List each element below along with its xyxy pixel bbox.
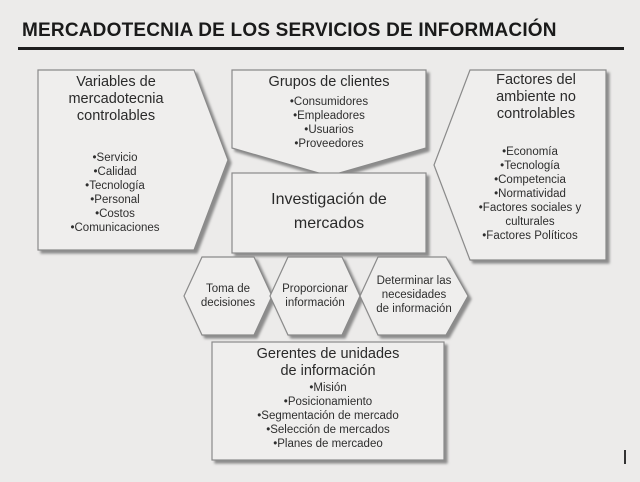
right-heading-line: controlables <box>496 106 576 122</box>
list-item: •Tecnología <box>85 180 145 192</box>
hex-label-line: decisiones <box>200 297 256 309</box>
right-heading-line: ambiente no <box>496 89 576 105</box>
list-item: •Planes de mercadeo <box>273 438 383 450</box>
left-heading-line: mercadotecnia <box>68 91 164 107</box>
bottom-box-items: •Misión •Posicionamiento •Segmentación d… <box>214 381 442 451</box>
list-item: •Servicio <box>92 152 138 164</box>
list-item: •Comunicaciones <box>70 222 160 234</box>
list-item: •Calidad <box>93 166 137 178</box>
top-heading-line: Grupos de clientes <box>268 74 390 90</box>
list-item: •Factores Políticos <box>482 230 578 242</box>
left-box-items: •Servicio •Calidad •Tecnología •Personal… <box>40 151 190 235</box>
list-item: •Normatividad <box>494 188 566 200</box>
right-heading-line: Factores del <box>496 72 576 88</box>
left-box-heading: Variables de mercadotecnia controlables <box>40 74 192 125</box>
list-item: •Consumidores <box>289 96 369 108</box>
center-label-line: Investigación de <box>271 191 387 208</box>
top-box-items: •Consumidores •Empleadores •Usuarios •Pr… <box>234 95 424 151</box>
bottom-heading-line: Gerentes de unidades <box>256 346 400 362</box>
top-box-heading: Grupos de clientes <box>234 74 424 91</box>
list-item: •Competencia <box>494 174 566 186</box>
list-item: •Tecnología <box>500 160 560 172</box>
right-box-heading: Factores del ambiente no controlables <box>468 72 604 123</box>
list-item: •Misión <box>309 382 347 394</box>
list-item: •Segmentación de mercado <box>257 410 399 422</box>
list-item: •Economía <box>502 146 558 158</box>
right-box <box>433 69 607 261</box>
bottom-box-heading: Gerentes de unidades de información <box>214 346 442 380</box>
list-item: •Usuarios <box>304 124 354 136</box>
hex-label-line: información <box>285 297 345 309</box>
title-underline <box>18 47 624 50</box>
top-box <box>231 69 427 177</box>
hex-label-line: de información <box>376 303 452 315</box>
hexagon-necesidades <box>359 256 469 336</box>
bottom-box <box>211 341 445 461</box>
list-item: •Factores sociales y <box>478 202 582 214</box>
left-heading-line: Variables de <box>76 74 156 90</box>
list-item: •Posicionamiento <box>283 396 373 408</box>
bottom-heading-line: de información <box>280 363 376 379</box>
left-box <box>37 69 229 251</box>
center-box-label: Investigación de mercados <box>234 188 424 236</box>
left-heading-line: controlables <box>76 108 156 124</box>
center-label-line: mercados <box>293 215 365 232</box>
list-item: •Personal <box>90 194 140 206</box>
list-item: culturales <box>505 216 555 228</box>
center-box <box>231 172 427 254</box>
slide-edge-mark <box>624 450 626 464</box>
list-item: •Empleadores <box>293 110 365 122</box>
hex-label-line: necesidades <box>381 289 447 301</box>
hex-label-line: Determinar las <box>376 275 452 287</box>
hexagon-necesidades-label: Determinar las necesidades de informació… <box>362 274 466 316</box>
hexagon-decisiones <box>183 256 273 336</box>
hex-label-line: Toma de <box>205 283 251 295</box>
hex-label-line: Proporcionar <box>282 283 348 295</box>
diagram-title: MERCADOTECNIA DE LOS SERVICIOS DE INFORM… <box>22 20 557 41</box>
hexagon-informacion-label: Proporcionar información <box>272 282 358 310</box>
list-item: •Proveedores <box>294 138 364 150</box>
hexagon-informacion <box>269 256 361 336</box>
list-item: •Selección de mercados <box>266 424 390 436</box>
right-box-items: •Economía •Tecnología •Competencia •Norm… <box>452 145 608 243</box>
hexagon-decisiones-label: Toma de decisiones <box>188 282 268 310</box>
list-item: •Costos <box>95 208 135 220</box>
